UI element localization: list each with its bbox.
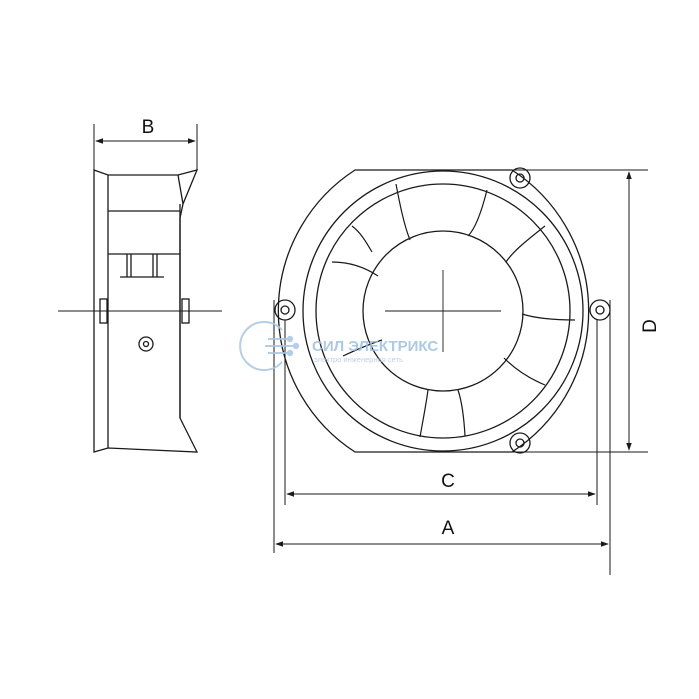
watermark: СИЛ ЭЛЕКТРИКС электро инженерная сеть	[239, 321, 438, 371]
dimension-c-label: C	[441, 471, 455, 492]
dimension-d-label: D	[640, 319, 661, 333]
dimension-c	[284, 320, 598, 505]
hub-crosshair	[385, 270, 501, 352]
front-view-blade-ring	[315, 183, 571, 439]
dimension-d	[512, 169, 648, 453]
side-view-screw	[138, 336, 154, 352]
dimension-a-label: A	[442, 518, 455, 539]
front-view-hub	[362, 230, 524, 392]
front-view-blades	[331, 183, 576, 438]
front-view-venturi	[302, 170, 584, 452]
mounting-hole-top-right	[509, 167, 531, 189]
watermark-logo-icon	[239, 321, 300, 371]
watermark-subtitle: электро инженерная сеть	[314, 355, 403, 364]
mounting-hole-right	[589, 299, 611, 321]
dimension-a	[273, 300, 611, 575]
front-view	[274, 167, 611, 454]
mounting-hole-bottom	[509, 432, 531, 454]
dimension-b-label: B	[142, 117, 155, 138]
watermark-title: СИЛ ЭЛЕКТРИКС	[312, 338, 438, 355]
dimension-b	[93, 124, 198, 172]
